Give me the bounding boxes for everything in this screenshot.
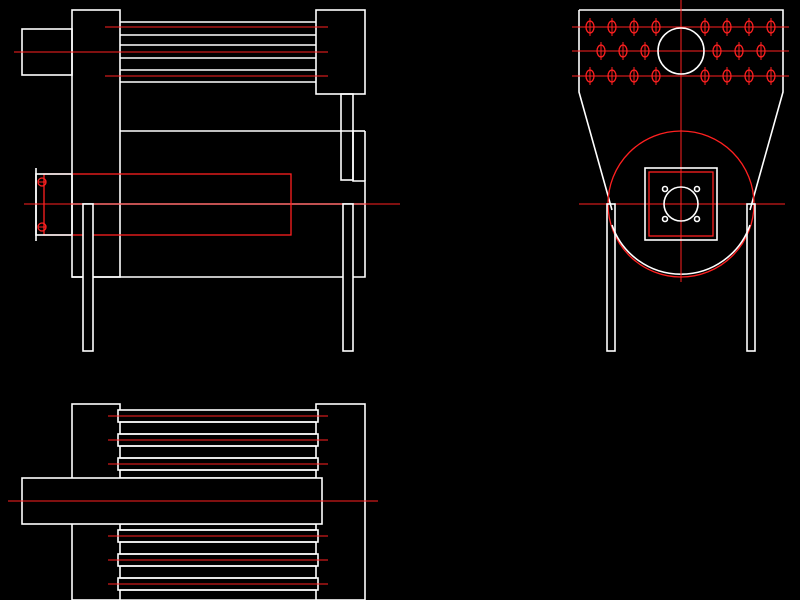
bolt-hole-icon — [712, 42, 722, 60]
top-right-frame — [315, 403, 366, 600]
bolt-hole-icon — [700, 67, 710, 85]
shaft-bore — [663, 186, 699, 222]
side-left-leg — [606, 203, 616, 352]
roller-gap — [120, 421, 316, 435]
side-plate-left-edge — [578, 10, 613, 211]
bolt-hole-icon — [766, 67, 776, 85]
bolt-hole-icon — [585, 18, 595, 36]
roller-plate — [108, 457, 328, 471]
side-view — [572, 0, 789, 352]
bolt-hole-icon — [629, 18, 639, 36]
support-post — [340, 93, 354, 181]
roller-gap — [120, 469, 316, 479]
bolt-hole-icon — [651, 67, 661, 85]
bolt-hole-icon — [629, 67, 639, 85]
flange-bolts — [661, 185, 701, 223]
front-view — [14, 9, 400, 352]
square-flange — [644, 167, 718, 241]
left-leg — [82, 203, 94, 352]
bolt-hole-icon — [585, 67, 595, 85]
top-roller-lines — [120, 21, 316, 83]
roller-gap — [120, 589, 316, 600]
roller-plate — [108, 409, 328, 423]
top-view — [8, 403, 378, 600]
bolt-hole-icon — [640, 42, 650, 60]
roller-gap — [120, 565, 316, 579]
roller-plate — [108, 529, 328, 543]
bolt-hole-icon — [756, 42, 766, 60]
bolt-hole-icon — [722, 18, 732, 36]
right-leg — [342, 203, 354, 352]
roller-gap — [120, 541, 316, 555]
left-frame-plate — [71, 9, 121, 278]
bolt-hole-icon — [618, 42, 628, 60]
roller-stack — [108, 409, 328, 600]
top-hole — [657, 27, 705, 75]
roller-plate — [108, 577, 328, 591]
roller-gap — [120, 523, 316, 531]
bolt-hole-icon — [596, 42, 606, 60]
bolt-hole-icon — [651, 18, 661, 36]
side-right-leg — [746, 203, 756, 352]
square-flange-inner — [648, 171, 714, 237]
lower-housing — [72, 130, 366, 278]
bolt-hole-icon — [607, 18, 617, 36]
roller-plate — [108, 553, 328, 567]
roller-plate — [108, 433, 328, 447]
bolt-hole-icon — [607, 67, 617, 85]
bolt-hole-icon — [766, 18, 776, 36]
top-centerlines — [14, 26, 328, 77]
bolt-hole-icon — [700, 18, 710, 36]
bolt-hole-icon — [734, 42, 744, 60]
bolt-hole-icon — [744, 67, 754, 85]
bolt-hole-icon — [744, 18, 754, 36]
bolt-hole-icon — [722, 67, 732, 85]
bolt-icons — [37, 177, 47, 232]
hole-pattern — [585, 18, 776, 85]
roller-gap — [120, 445, 316, 459]
